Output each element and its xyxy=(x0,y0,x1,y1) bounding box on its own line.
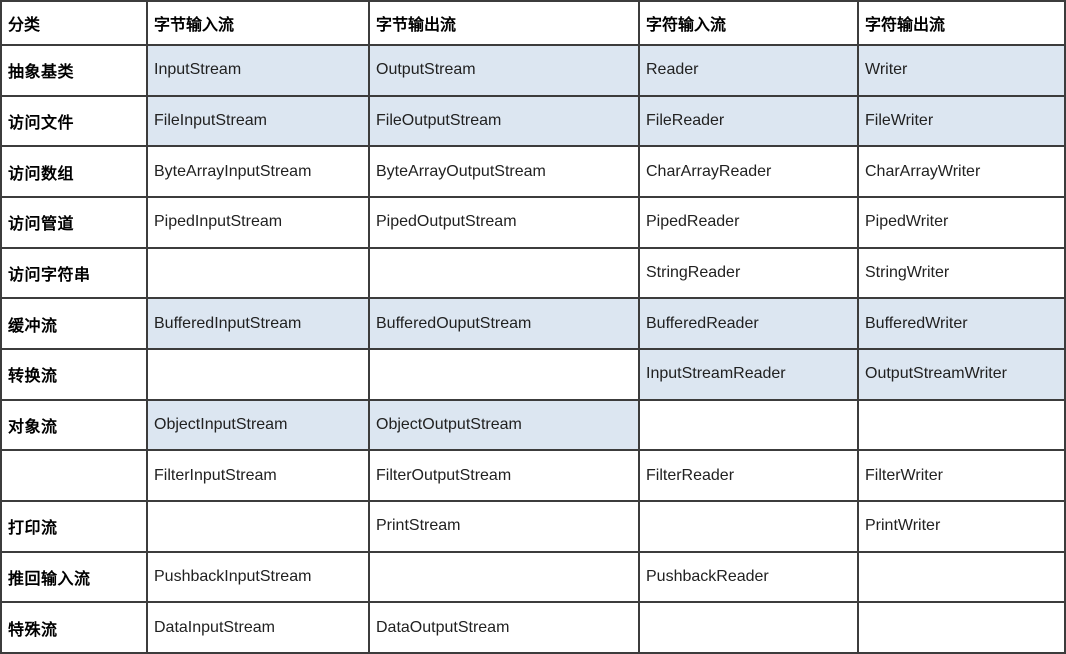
column-header-char-output: 字符输出流 xyxy=(859,2,1066,46)
class-name-cell: BufferedReader xyxy=(640,299,859,350)
category-cell: 访问管道 xyxy=(2,198,148,249)
class-name-cell xyxy=(148,502,370,553)
class-name-cell xyxy=(640,603,859,654)
column-header-char-input: 字符输入流 xyxy=(640,2,859,46)
class-name-cell xyxy=(859,603,1066,654)
class-name-cell: PrintStream xyxy=(370,502,640,553)
class-name-cell: ObjectOutputStream xyxy=(370,400,640,452)
class-name-cell: Reader xyxy=(640,46,859,97)
class-name-cell: ByteArrayOutputStream xyxy=(370,147,640,198)
category-cell: 打印流 xyxy=(2,502,148,553)
class-name-cell: Writer xyxy=(859,46,1066,97)
category-cell: 对象流 xyxy=(2,400,148,452)
class-name-cell xyxy=(370,552,640,604)
class-name-cell xyxy=(640,502,859,553)
class-name-cell: StringWriter xyxy=(859,248,1066,300)
class-name-cell: FilterReader xyxy=(640,451,859,502)
category-cell xyxy=(2,451,148,502)
class-name-cell: ByteArrayInputStream xyxy=(148,147,370,198)
column-header-category: 分类 xyxy=(2,2,148,46)
class-name-cell: BufferedOuputStream xyxy=(370,299,640,350)
class-name-cell: FilterWriter xyxy=(859,451,1066,502)
class-name-cell: FileReader xyxy=(640,96,859,148)
class-name-cell: FileInputStream xyxy=(148,96,370,148)
class-name-cell: PrintWriter xyxy=(859,502,1066,553)
class-name-cell: OutputStreamWriter xyxy=(859,350,1066,401)
class-name-cell xyxy=(859,552,1066,604)
class-name-cell: FilterOutputStream xyxy=(370,451,640,502)
category-cell: 缓冲流 xyxy=(2,299,148,350)
class-name-cell: CharArrayReader xyxy=(640,147,859,198)
category-cell: 转换流 xyxy=(2,350,148,401)
class-name-cell xyxy=(148,350,370,401)
class-name-cell: PipedReader xyxy=(640,198,859,249)
class-name-cell xyxy=(640,400,859,452)
class-name-cell: BufferedInputStream xyxy=(148,299,370,350)
category-cell: 访问文件 xyxy=(2,96,148,148)
class-name-cell: PushbackInputStream xyxy=(148,552,370,604)
class-name-cell: PipedWriter xyxy=(859,198,1066,249)
class-name-cell: CharArrayWriter xyxy=(859,147,1066,198)
category-cell: 特殊流 xyxy=(2,603,148,654)
class-name-cell: ObjectInputStream xyxy=(148,400,370,452)
category-cell: 推回输入流 xyxy=(2,552,148,604)
class-name-cell xyxy=(370,350,640,401)
class-name-cell: FileOutputStream xyxy=(370,96,640,148)
class-name-cell: FileWriter xyxy=(859,96,1066,148)
category-cell: 访问字符串 xyxy=(2,248,148,300)
class-name-cell xyxy=(370,248,640,300)
class-name-cell: InputStreamReader xyxy=(640,350,859,401)
class-name-cell: StringReader xyxy=(640,248,859,300)
class-name-cell: DataInputStream xyxy=(148,603,370,654)
category-cell: 访问数组 xyxy=(2,147,148,198)
class-name-cell: BufferedWriter xyxy=(859,299,1066,350)
class-name-cell: FilterInputStream xyxy=(148,451,370,502)
class-name-cell: PushbackReader xyxy=(640,552,859,604)
class-name-cell xyxy=(148,248,370,300)
class-name-cell: PipedOutputStream xyxy=(370,198,640,249)
class-name-cell: OutputStream xyxy=(370,46,640,97)
class-name-cell: PipedInputStream xyxy=(148,198,370,249)
class-name-cell: InputStream xyxy=(148,46,370,97)
column-header-byte-input: 字节输入流 xyxy=(148,2,370,46)
column-header-byte-output: 字节输出流 xyxy=(370,2,640,46)
category-cell: 抽象基类 xyxy=(2,46,148,97)
class-name-cell: DataOutputStream xyxy=(370,603,640,654)
class-name-cell xyxy=(859,400,1066,452)
